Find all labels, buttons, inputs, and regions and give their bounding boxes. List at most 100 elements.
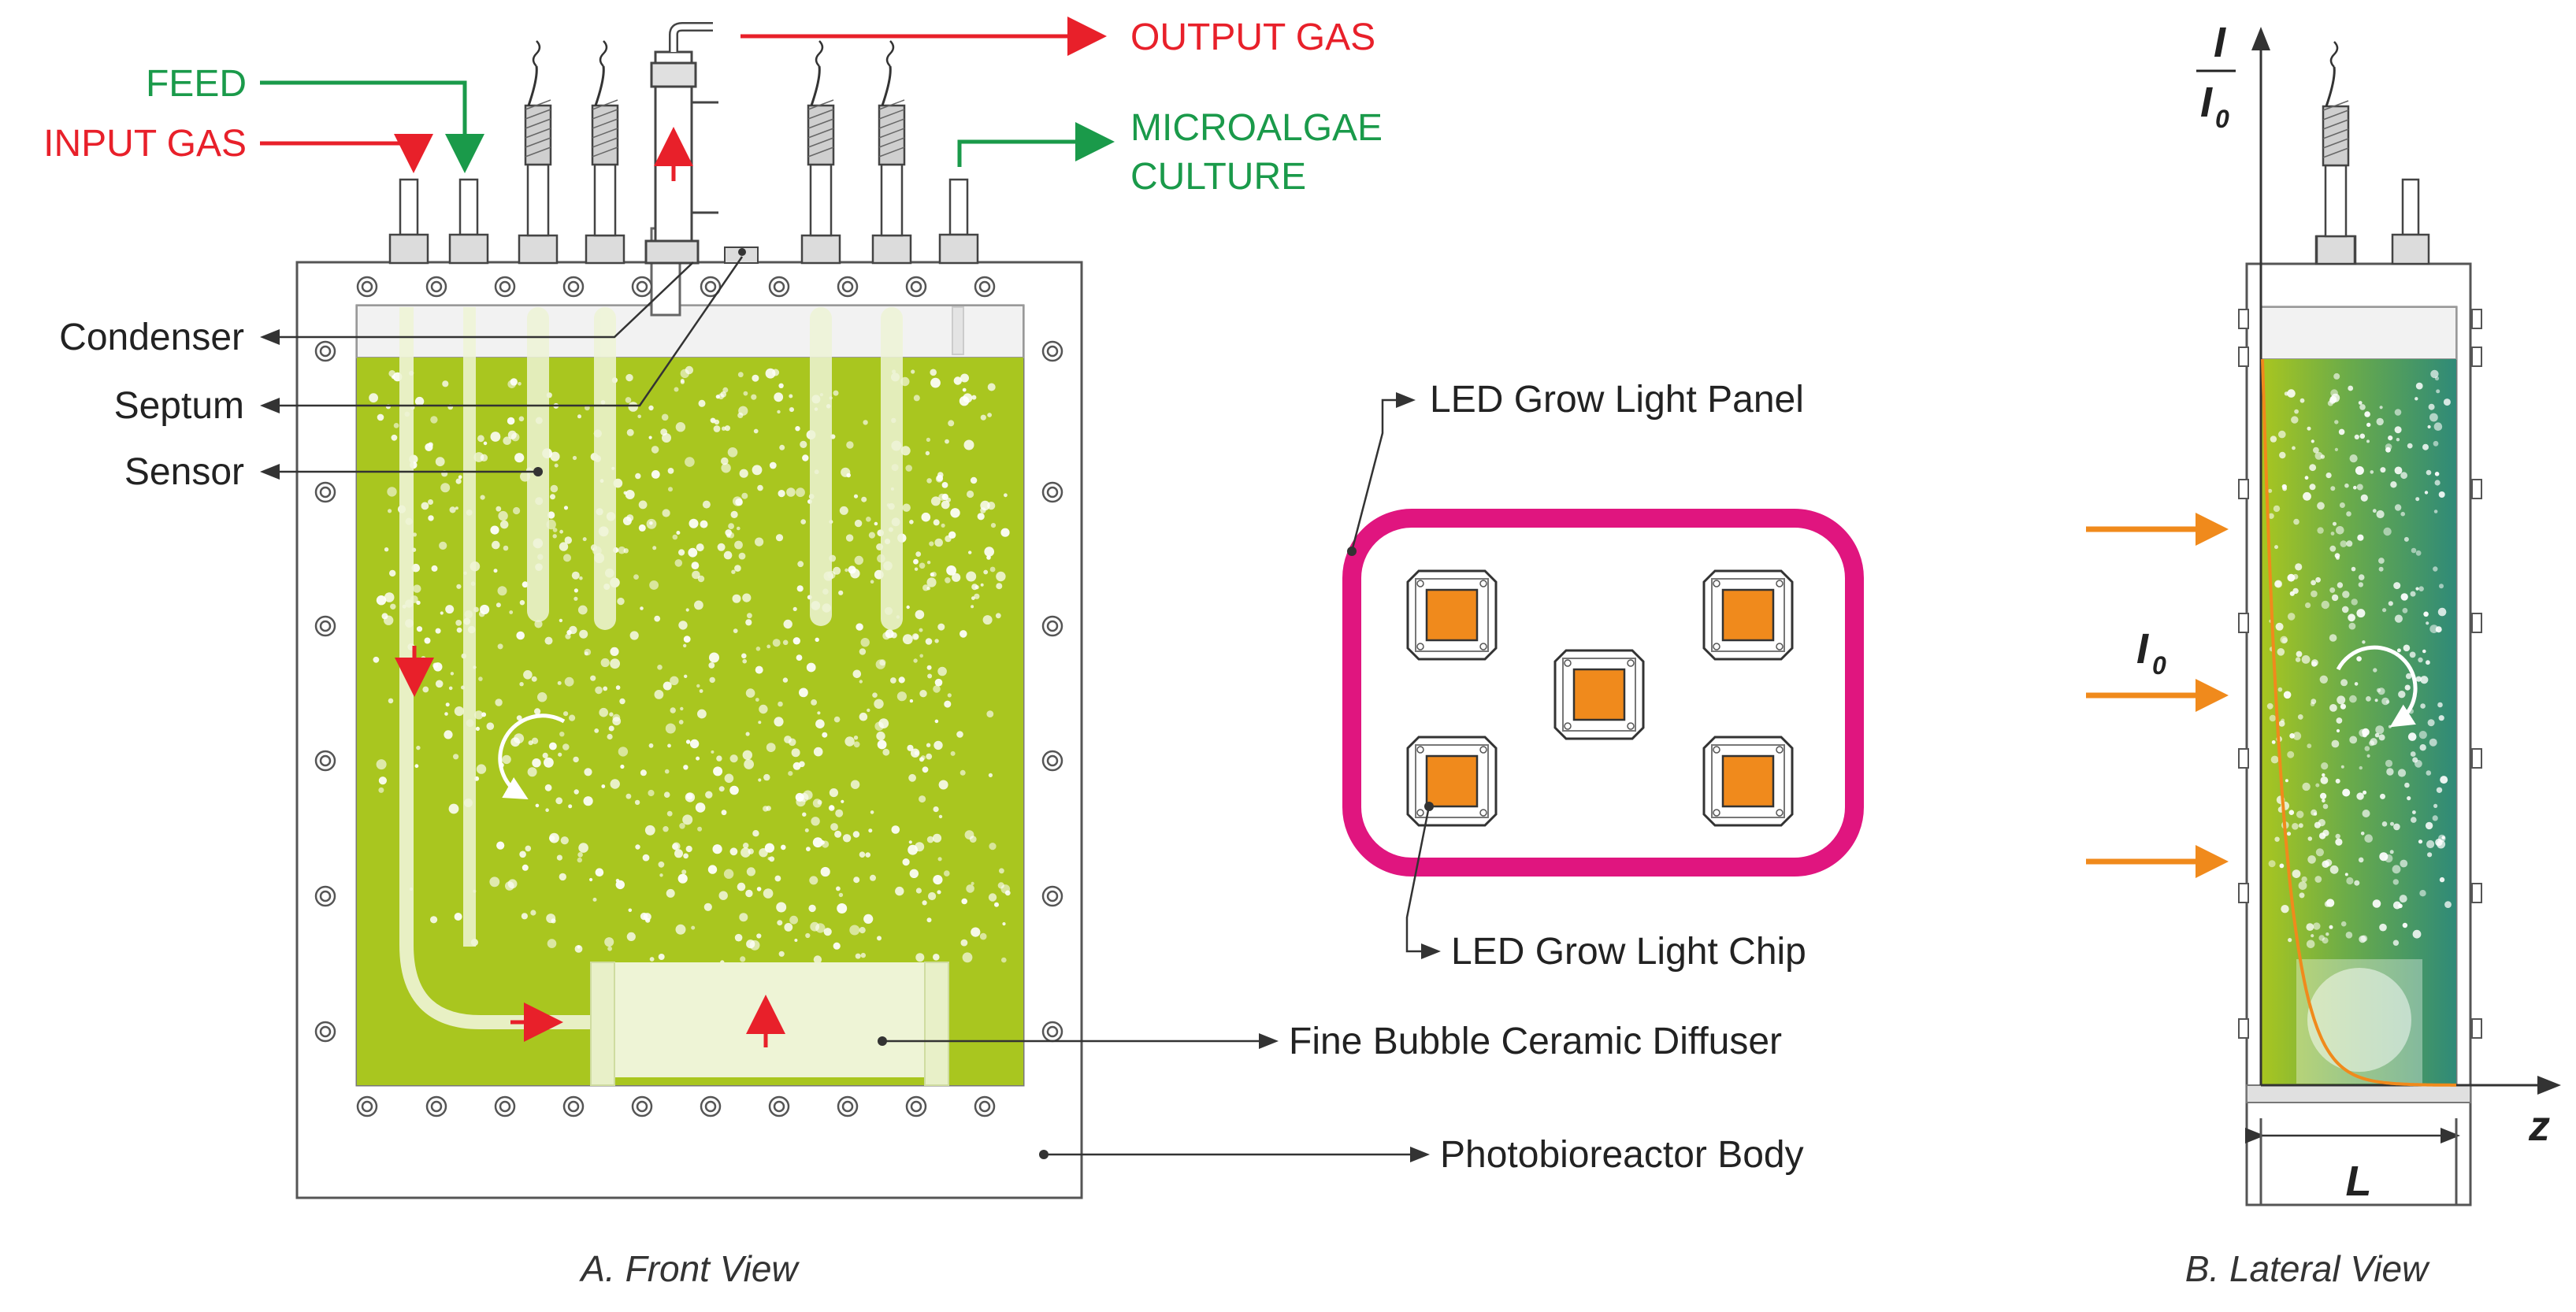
bubble: [811, 699, 817, 706]
bubble: [522, 581, 529, 588]
bubble: [604, 937, 614, 947]
bubble: [615, 880, 625, 890]
bubble: [595, 868, 604, 877]
bubble: [610, 779, 620, 789]
bubble: [603, 686, 608, 691]
bubble: [2405, 673, 2412, 680]
bubble: [925, 450, 930, 456]
bubble: [838, 892, 844, 898]
bubble: [544, 757, 554, 768]
bubble: [870, 580, 874, 584]
bubble: [812, 837, 823, 848]
bubble: [833, 942, 841, 950]
bolt: [631, 1095, 653, 1117]
bubble: [680, 706, 684, 711]
bubble: [412, 532, 418, 537]
bubble: [859, 680, 863, 684]
bubble: [982, 615, 993, 625]
incident-intensity-label: I: [2136, 625, 2149, 673]
bubble: [933, 806, 939, 813]
bolt: [974, 276, 996, 298]
bubble: [2311, 659, 2318, 666]
bubble: [2437, 702, 2443, 708]
bubble: [980, 500, 990, 511]
bubble: [2333, 372, 2340, 380]
bubble: [721, 463, 731, 473]
bubble: [2307, 743, 2312, 749]
bubble: [2297, 714, 2303, 720]
bubble: [555, 797, 563, 805]
bubble: [922, 766, 929, 773]
bubble: [534, 620, 543, 628]
bubble: [2400, 511, 2405, 517]
bolt: [314, 1021, 336, 1043]
bubble: [2397, 769, 2407, 777]
bubble: [2322, 799, 2325, 803]
bubble: [2366, 439, 2370, 443]
bubble: [2314, 451, 2323, 460]
bubble: [507, 417, 515, 425]
bubble: [854, 555, 864, 565]
bubble: [626, 428, 634, 436]
bubble: [844, 568, 848, 573]
bubble: [2438, 491, 2445, 498]
axis-y-denominator: I: [2200, 79, 2213, 126]
bubble: [2340, 540, 2348, 547]
bubble: [430, 916, 438, 924]
bubble: [868, 828, 873, 833]
bubble: [2443, 398, 2451, 406]
bubble: [885, 629, 894, 639]
bubble: [891, 825, 900, 834]
bubble: [700, 520, 708, 528]
bubble: [2306, 940, 2315, 949]
bubble: [617, 597, 625, 606]
bubble: [752, 374, 759, 382]
bubble: [2402, 607, 2408, 613]
bubble: [805, 932, 811, 939]
bubble: [559, 873, 566, 881]
bubble: [633, 574, 639, 580]
bubble: [745, 732, 750, 736]
bubble: [626, 932, 636, 941]
bubble: [2390, 821, 2394, 826]
bubble: [778, 490, 785, 498]
bubble: [2351, 566, 2356, 572]
bubble: [817, 799, 822, 805]
bubble: [2345, 932, 2353, 939]
bubble: [566, 629, 572, 636]
bubble: [2292, 732, 2302, 740]
bubble: [550, 494, 555, 500]
bubble: [742, 593, 752, 602]
bubble: [930, 496, 941, 506]
bubble: [2400, 472, 2408, 480]
bubble: [2270, 755, 2279, 764]
bubble: [2426, 770, 2432, 776]
bubble: [455, 478, 462, 484]
bolt: [631, 276, 653, 298]
bubble: [2307, 855, 2316, 864]
bubble: [610, 647, 619, 657]
bubble: [2283, 691, 2292, 699]
bubble: [906, 605, 910, 610]
bubble: [2348, 385, 2354, 391]
bubble: [610, 658, 620, 669]
bolt: [314, 750, 336, 772]
bubble: [919, 628, 923, 632]
bubble: [775, 534, 784, 542]
bubble: [778, 701, 783, 707]
bubble: [756, 887, 762, 891]
bubble: [514, 733, 525, 744]
bubble: [755, 537, 764, 547]
bubble: [974, 593, 980, 599]
bubble: [937, 666, 947, 676]
bolt: [562, 1095, 585, 1117]
bubble: [601, 784, 606, 788]
bubble: [584, 648, 592, 656]
bubble: [933, 685, 941, 693]
bubble: [709, 676, 715, 684]
label-sensor: Sensor: [124, 451, 244, 493]
bubble: [599, 707, 608, 717]
bubble: [731, 569, 736, 574]
bubble: [388, 509, 392, 513]
bubble: [922, 584, 930, 591]
